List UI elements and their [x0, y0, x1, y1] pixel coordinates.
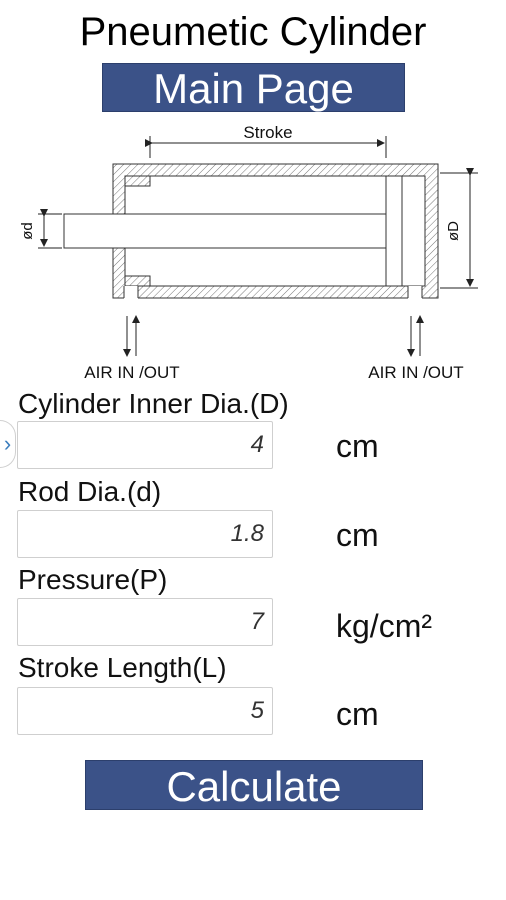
stroke-label: Stroke [243, 123, 292, 142]
rod-dia-input[interactable]: 1.8 [17, 510, 273, 558]
inner-dia-label: Cylinder Inner Dia.(D) [18, 388, 289, 419]
stroke-length-label: Stroke Length(L) [18, 652, 227, 683]
calculate-button[interactable]: Calculate [85, 760, 423, 810]
inner-diameter-label: øD [445, 221, 462, 241]
air-port-right-label: AIR IN /OUT [368, 363, 463, 382]
stroke-length-input[interactable]: 5 [17, 687, 273, 735]
pressure-input[interactable]: 7 [17, 598, 273, 646]
inner-dia-unit: cm [336, 428, 379, 464]
rod-dia-label: Rod Dia.(d) [18, 476, 162, 507]
cylinder-diagram: Stroke AIR IN /OUT AIR IN /OUT ød øD [19, 123, 478, 382]
main-page-button[interactable]: Main Page [102, 63, 405, 112]
rod-dia-unit: cm [336, 517, 379, 553]
stroke-length-unit: cm [336, 696, 379, 732]
drawer-handle-icon[interactable]: › [0, 420, 16, 468]
rod-diameter-label: ød [19, 222, 36, 240]
page-title: Pneumetic Cylinder [79, 10, 427, 54]
inner-dia-input[interactable]: 4 [17, 421, 273, 469]
air-port-left-label: AIR IN /OUT [84, 363, 179, 382]
pressure-label: Pressure(P) [18, 564, 168, 595]
pressure-unit: kg/cm² [336, 608, 432, 644]
